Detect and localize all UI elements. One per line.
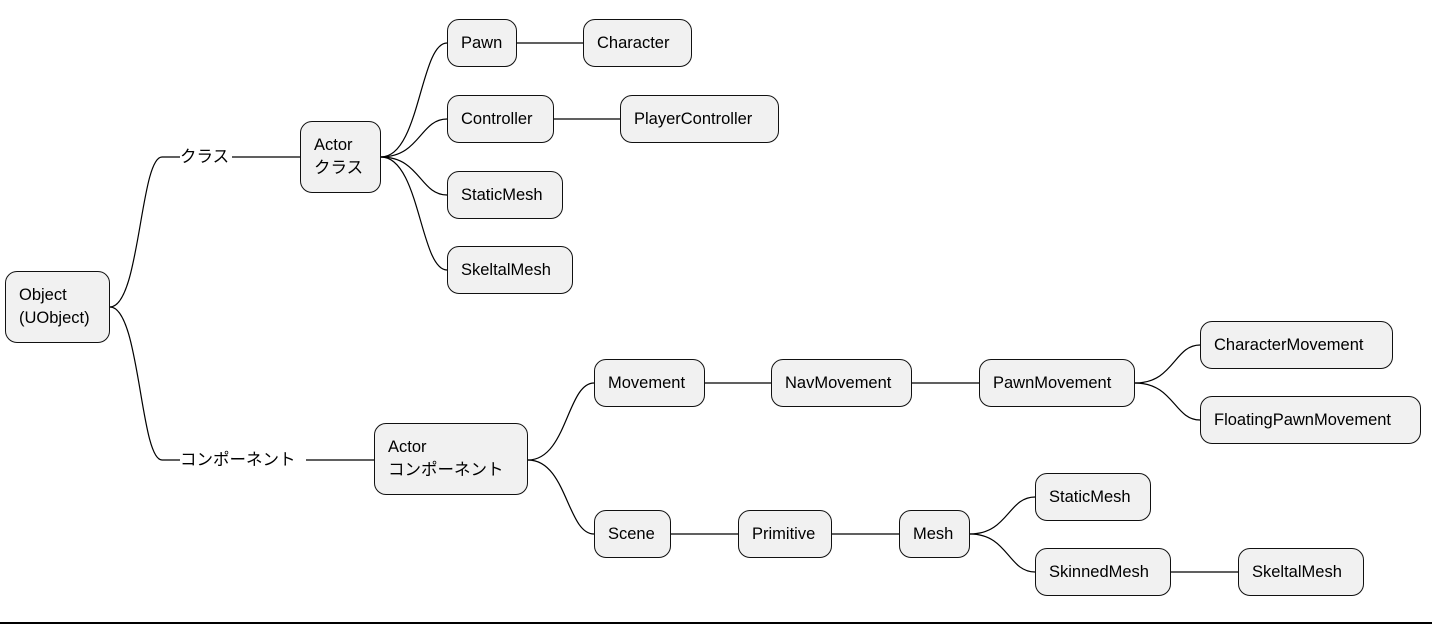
link-actor-staticmesh <box>380 156 448 196</box>
node-skinned-mesh[interactable]: SkinnedMesh <box>1035 548 1171 596</box>
node-actor-class[interactable]: Actor クラス <box>300 121 381 193</box>
node-nav-movement[interactable]: NavMovement <box>771 359 912 407</box>
link-actor-pawn <box>380 42 448 158</box>
node-pawn-movement[interactable]: PawnMovement <box>979 359 1135 407</box>
node-movement-label: Movement <box>608 373 686 392</box>
node-component-static-mesh[interactable]: StaticMesh <box>1035 473 1151 521</box>
node-player-controller[interactable]: PlayerController <box>620 95 779 143</box>
link-actorcomp-movement <box>527 382 595 461</box>
link-actorcomp-scene <box>527 459 595 535</box>
node-character-movement-label: CharacterMovement <box>1214 335 1364 354</box>
node-primitive-label: Primitive <box>752 524 816 543</box>
link-pawnmovement-charactermovement <box>1134 344 1201 384</box>
branch-label-component: コンポーネント <box>180 450 296 469</box>
node-component-skeltal-mesh[interactable]: SkeltalMesh <box>1238 548 1364 596</box>
node-component-skeltal-mesh-label: SkeltalMesh <box>1252 562 1342 581</box>
bottom-divider <box>0 622 1432 624</box>
root-node-line1: Object <box>19 286 67 304</box>
node-scene-label: Scene <box>608 524 655 543</box>
root-node-line2: (UObject) <box>19 309 90 327</box>
link-pawnmovement-floating <box>1134 382 1201 421</box>
link-root-class <box>109 156 180 308</box>
node-class-static-mesh[interactable]: StaticMesh <box>447 171 563 219</box>
link-root-component <box>109 306 180 461</box>
node-player-controller-label: PlayerController <box>634 109 753 128</box>
node-mesh-label: Mesh <box>913 524 954 543</box>
link-actor-controller <box>380 118 448 158</box>
root-node-object[interactable]: Object (UObject) <box>5 271 110 343</box>
node-character-movement[interactable]: CharacterMovement <box>1200 321 1393 369</box>
node-pawn-label: Pawn <box>461 33 503 52</box>
actor-component-line2: コンポーネント <box>388 461 504 479</box>
link-mesh-staticmesh <box>969 496 1036 535</box>
actor-component-line1: Actor <box>388 438 427 456</box>
node-scene[interactable]: Scene <box>594 510 671 558</box>
node-component-static-mesh-label: StaticMesh <box>1049 487 1131 506</box>
node-mesh[interactable]: Mesh <box>899 510 970 558</box>
link-actor-skeltalmesh <box>380 156 448 271</box>
actor-class-line2: クラス <box>314 159 364 177</box>
node-movement[interactable]: Movement <box>594 359 705 407</box>
node-class-skeltal-mesh-label: SkeltalMesh <box>461 260 551 279</box>
branch-label-class: クラス <box>180 147 230 166</box>
node-floating-pawn-movement-label: FloatingPawnMovement <box>1214 410 1392 429</box>
node-character[interactable]: Character <box>583 19 692 67</box>
node-skinned-mesh-label: SkinnedMesh <box>1049 562 1149 581</box>
node-controller[interactable]: Controller <box>447 95 554 143</box>
node-character-label: Character <box>597 33 670 52</box>
node-controller-label: Controller <box>461 109 533 128</box>
node-nav-movement-label: NavMovement <box>785 373 892 392</box>
node-class-static-mesh-label: StaticMesh <box>461 185 543 204</box>
node-primitive[interactable]: Primitive <box>738 510 832 558</box>
node-pawn[interactable]: Pawn <box>447 19 517 67</box>
node-floating-pawn-movement[interactable]: FloatingPawnMovement <box>1200 396 1421 444</box>
node-class-skeltal-mesh[interactable]: SkeltalMesh <box>447 246 573 294</box>
actor-class-line1: Actor <box>314 136 353 154</box>
node-actor-component[interactable]: Actor コンポーネント <box>374 423 528 495</box>
node-pawn-movement-label: PawnMovement <box>993 373 1112 392</box>
link-mesh-skinnedmesh <box>969 533 1036 573</box>
